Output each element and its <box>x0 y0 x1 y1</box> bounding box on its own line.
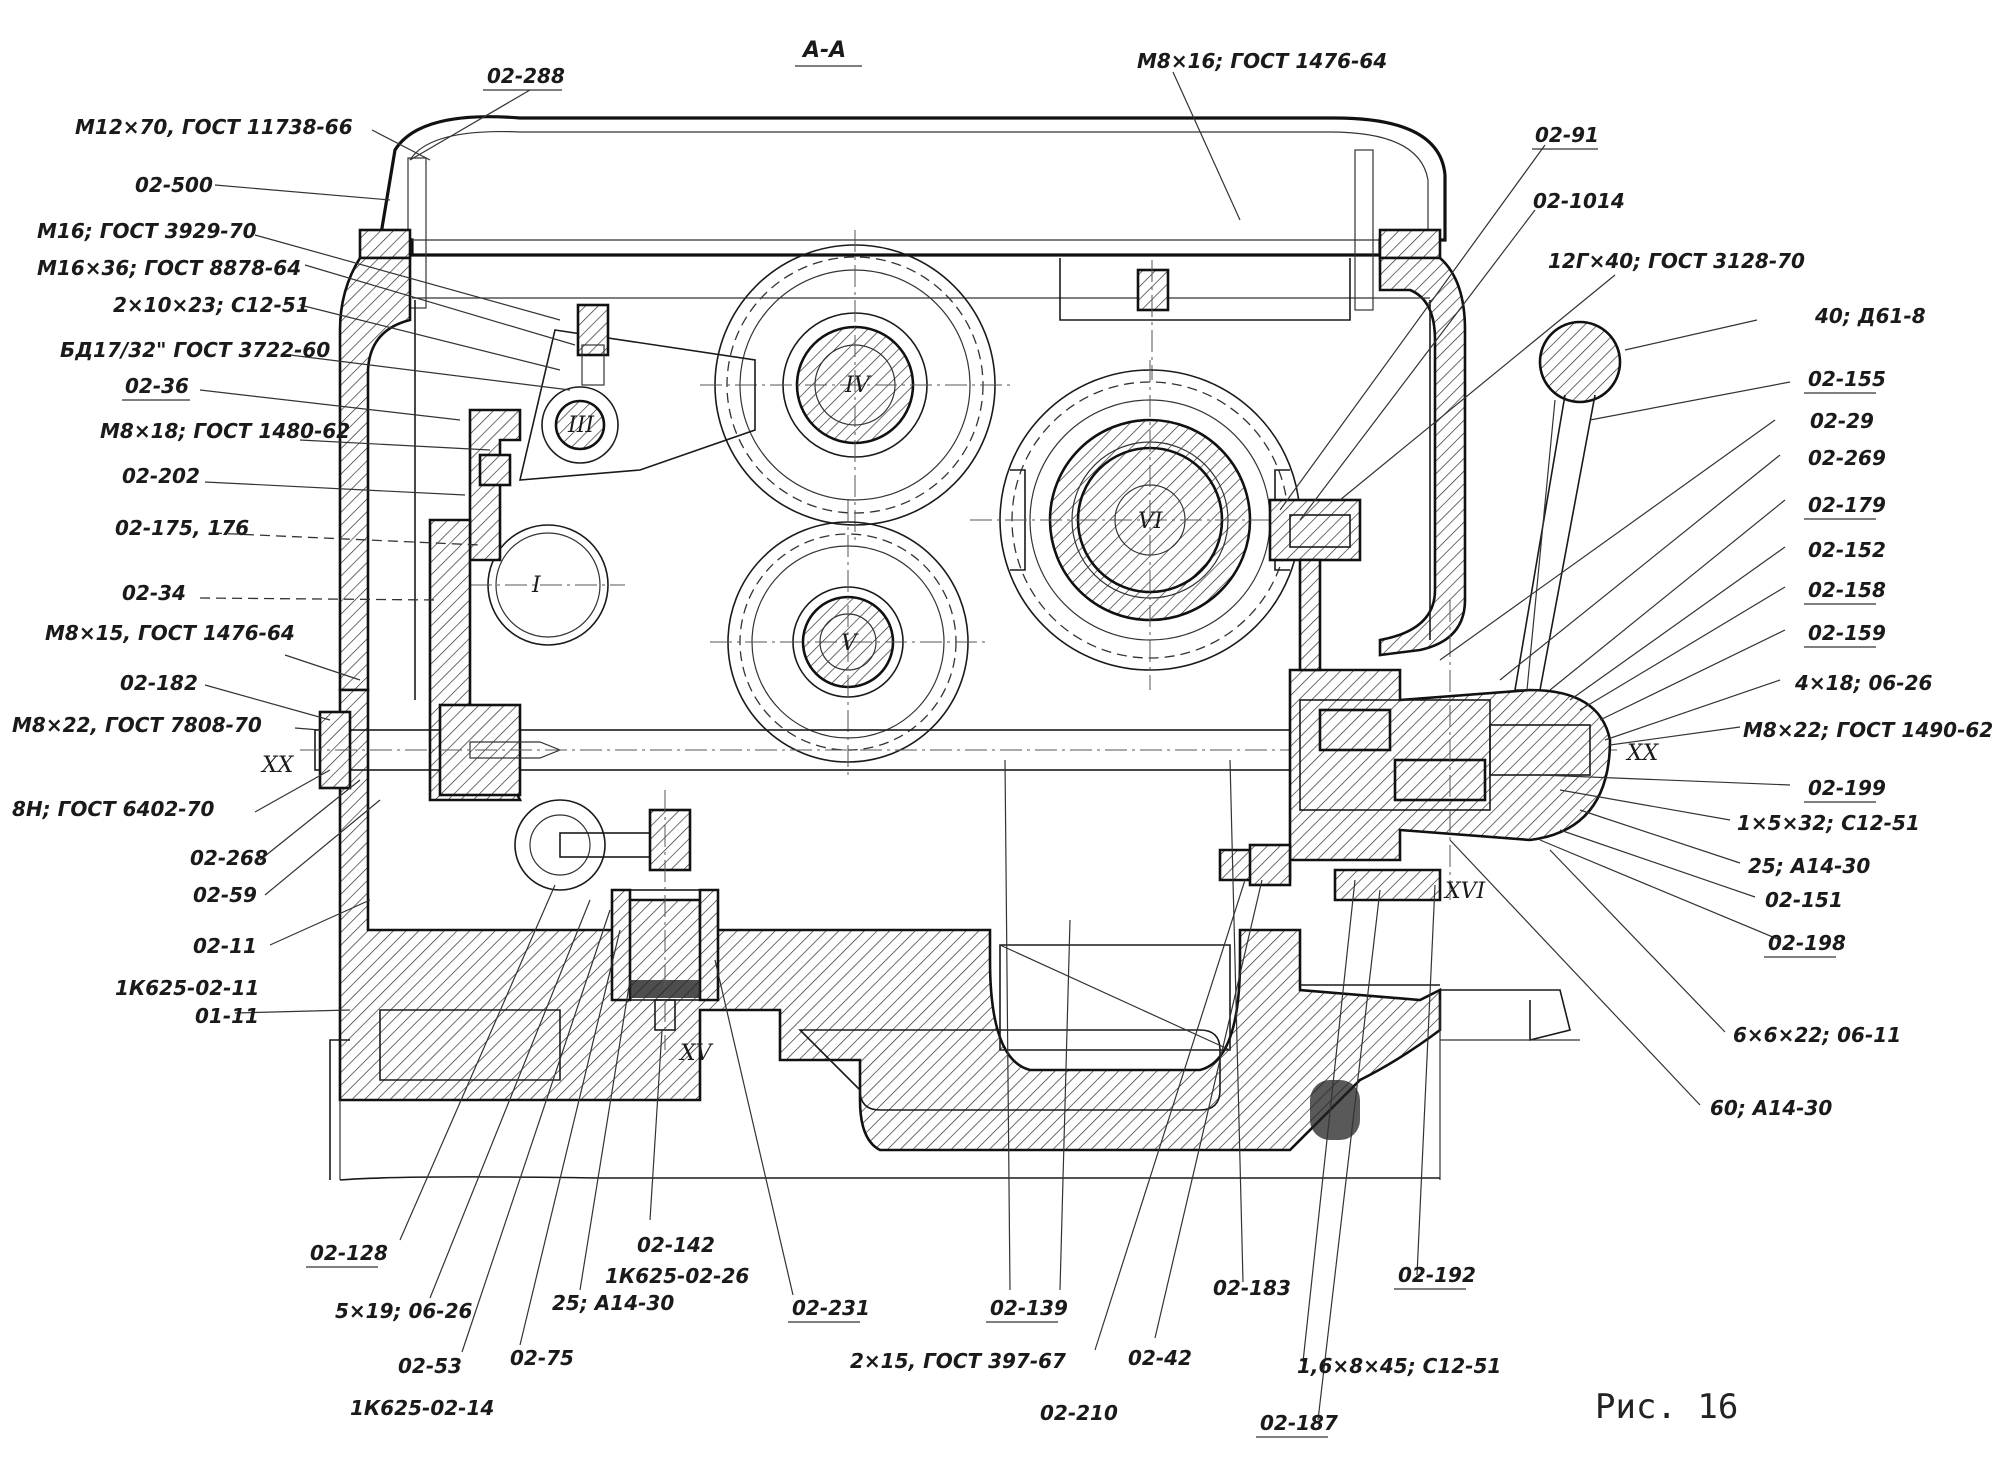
label-02-1014: 02-1014 <box>1533 189 1625 213</box>
label-02-500: 02-500 <box>135 173 213 197</box>
label-02-202: 02-202 <box>122 464 200 488</box>
mark-shaft-i: I <box>531 573 542 598</box>
label-25-a14-b: 25; А14-30 <box>552 1291 674 1315</box>
label-m16x36: M16×36; ГОСТ 8878-64 <box>37 256 301 280</box>
callout-labels: 02-288 M12×70, ГОСТ 11738-66 02-500 M16;… <box>12 49 1993 1438</box>
label-02-231: 02-231 <box>792 1296 870 1320</box>
label-m12x70: M12×70, ГОСТ 11738-66 <box>75 115 353 139</box>
mark-xv: XV <box>678 1041 714 1066</box>
label-5x19: 5×19; 06-26 <box>335 1299 473 1323</box>
clutch-assembly-right <box>1218 498 1612 902</box>
label-02-192: 02-192 <box>1398 1263 1476 1287</box>
label-1k625-02-26: 1К625-02-26 <box>605 1264 749 1288</box>
gearbox-housing <box>329 115 1580 1181</box>
label-02-198: 02-198 <box>1768 931 1846 955</box>
label-m8x16-top: M8×16; ГОСТ 1476-64 <box>1137 49 1387 73</box>
label-1-6x8x45: 1,6×8×45; С12-51 <box>1297 1354 1501 1378</box>
shaft-i <box>470 524 625 646</box>
label-02-42: 02-42 <box>1128 1346 1192 1370</box>
gear-v-upper <box>700 230 1010 540</box>
label-02-179: 02-179 <box>1808 493 1886 517</box>
label-25-a14: 25; А14-30 <box>1748 854 1870 878</box>
label-2x15: 2×15, ГОСТ 397-67 <box>850 1349 1066 1373</box>
label-m8x22-7808: M8×22, ГОСТ 7808-70 <box>12 713 262 737</box>
label-8n: 8Н; ГОСТ 6402-70 <box>12 797 215 821</box>
label-1k625-02-11: 1К625-02-11 <box>115 976 259 1000</box>
label-02-75: 02-75 <box>510 1346 574 1370</box>
label-2x10x23: 2×10×23; С12-51 <box>113 293 310 317</box>
label-02-182: 02-182 <box>120 671 198 695</box>
gear-v-lower <box>710 500 990 780</box>
label-m16-3929: M16; ГОСТ 3929-70 <box>37 219 257 243</box>
label-02-128: 02-128 <box>310 1241 388 1265</box>
label-1k625-02-14: 1К625-02-14 <box>350 1396 494 1420</box>
label-m8x15: M8×15, ГОСТ 1476-64 <box>45 621 295 645</box>
section-label: А-А <box>801 38 846 63</box>
housing-base <box>338 688 1442 1152</box>
label-40: 40; Д61-8 <box>1814 304 1926 328</box>
housing-left-wall <box>338 256 412 692</box>
mark-xx-right: XX <box>1625 741 1660 766</box>
label-60: 60; А14-30 <box>1710 1096 1832 1120</box>
figure-caption: Рис. 16 <box>1595 1387 1738 1427</box>
mark-xvi: XVI <box>1443 879 1487 904</box>
mark-shaft-v: V <box>841 631 859 656</box>
label-02-152: 02-152 <box>1808 538 1886 562</box>
label-12g: 12Г×40; ГОСТ 3128-70 <box>1548 249 1805 273</box>
label-02-199: 02-199 <box>1808 776 1886 800</box>
label-02-53: 02-53 <box>398 1354 462 1378</box>
label-6x6x22: 6×6×22; 06-11 <box>1733 1023 1901 1047</box>
label-02-29: 02-29 <box>1810 409 1874 433</box>
mark-xx-left: XX <box>260 753 295 778</box>
label-4x18: 4×18; 06-26 <box>1794 671 1933 695</box>
mark-shaft-iv: IV <box>844 373 872 398</box>
label-02-210: 02-210 <box>1040 1401 1118 1425</box>
label-02-158: 02-158 <box>1808 578 1886 602</box>
label-02-183: 02-183 <box>1213 1276 1291 1300</box>
label-02-269: 02-269 <box>1808 446 1886 470</box>
label-m8x22-1490: M8×22; ГОСТ 1490-62 <box>1743 718 1993 742</box>
label-02-139: 02-139 <box>990 1296 1068 1320</box>
label-1x5x32: 1×5×32; С12-51 <box>1737 811 1920 835</box>
label-02-36: 02-36 <box>125 374 189 398</box>
label-02-159: 02-159 <box>1808 621 1886 645</box>
label-02-175: 02-175, 176 <box>115 516 249 540</box>
mark-shaft-vi: VI <box>1138 509 1164 534</box>
leader-lines <box>199 71 1791 1421</box>
mark-shaft-iii: III <box>567 413 595 438</box>
label-02-288: 02-288 <box>487 64 565 88</box>
label-01-11: 01-11 <box>195 1004 259 1028</box>
label-02-155: 02-155 <box>1808 367 1886 391</box>
label-02-91: 02-91 <box>1535 123 1599 147</box>
label-m8x18: M8×18; ГОСТ 1480-62 <box>100 419 350 443</box>
label-02-268: 02-268 <box>190 846 268 870</box>
label-02-142: 02-142 <box>637 1233 715 1257</box>
label-02-187: 02-187 <box>1260 1411 1338 1435</box>
label-02-151: 02-151 <box>1765 888 1843 912</box>
label-02-34: 02-34 <box>122 581 186 605</box>
shift-lever <box>1514 320 1622 691</box>
label-02-59: 02-59 <box>193 883 257 907</box>
label-bd: БД17/32" ГОСТ 3722-60 <box>60 338 330 362</box>
plunger-xv <box>514 790 720 1050</box>
housing-cover <box>378 115 1447 257</box>
label-02-11: 02-11 <box>193 934 257 958</box>
